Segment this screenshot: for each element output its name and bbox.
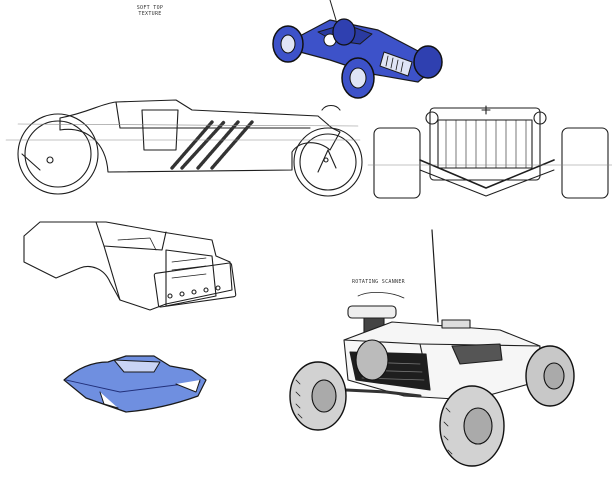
truck-body-shell-sketch xyxy=(23,221,237,311)
blue-hotrod-render xyxy=(272,0,443,99)
rover-sketch xyxy=(289,229,575,467)
front-view-sketch xyxy=(367,105,612,199)
soft-top-texture-note: SOFT TOP TEXTURE xyxy=(136,5,164,17)
blue-car-body-render xyxy=(63,355,207,413)
rotating-scanner-note: ROTATING SCANNER xyxy=(352,279,405,285)
side-view-sketch xyxy=(5,99,363,197)
